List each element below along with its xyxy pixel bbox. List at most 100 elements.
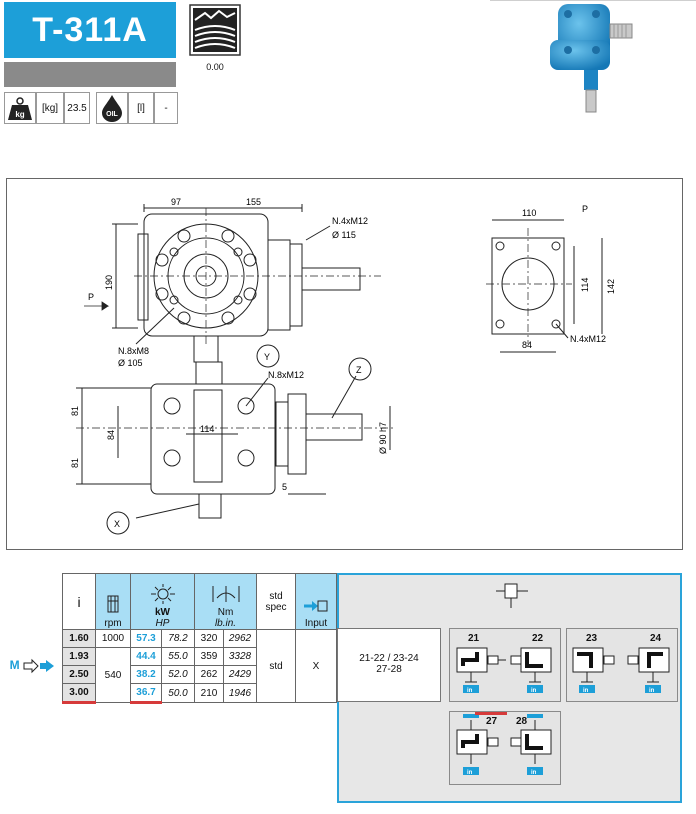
config-28: 28 (516, 716, 528, 727)
weight-value: 23.5 (64, 92, 90, 124)
bolt-circle-dia: Ø 105 (118, 358, 143, 368)
technical-drawing-frame (6, 178, 683, 550)
config-codes: 21-22 / 23-24 (359, 653, 419, 664)
m-label-cell: M (4, 630, 63, 703)
kw-1: 57.3 (130, 629, 162, 648)
ratio-4: 3.00 (62, 683, 96, 704)
config-23: 23 (586, 633, 598, 644)
hp-2: 55.0 (161, 647, 195, 666)
side-holes: N.4xM12 (570, 334, 606, 344)
label-p-side: P (582, 204, 588, 214)
rpm-2: 540 (95, 647, 131, 703)
lubrication-block: 0.00 (189, 4, 241, 72)
oil-unit: [l] (128, 92, 154, 124)
lubrication-value: 0.00 (206, 62, 224, 72)
std-value: std (256, 629, 296, 703)
side-dim-84: 84 (522, 340, 532, 350)
label-z-bubble (348, 357, 372, 381)
dim-97: 97 (171, 197, 181, 207)
ratio-header: i (62, 573, 96, 630)
header-rule (490, 0, 696, 1)
lbin-2: 3328 (223, 647, 257, 666)
side-dim-114: 114 (580, 278, 590, 292)
in-label-21: in (467, 688, 473, 694)
label-y-bubble (256, 344, 280, 368)
in-label-28: in (531, 770, 537, 776)
lbin-1: 2962 (223, 629, 257, 648)
torque-header: Nmlb.in. (194, 573, 257, 630)
kg-label: kg (15, 110, 24, 119)
config-22: 22 (532, 633, 544, 644)
config-codes-box: 21-22 / 23-24 27-28 (337, 628, 441, 702)
in-label-22: in (531, 688, 537, 694)
performance-table: i rpm kWHP Nmlb.in. std spec Input M 1.6… (4, 573, 337, 704)
in-label-24: in (649, 688, 655, 694)
shaft-dia: Ø 90 h7 (378, 422, 388, 454)
side-dim-142: 142 (606, 279, 616, 294)
m-label: M (9, 657, 20, 672)
dim-114: 114 (200, 424, 214, 434)
config-24: 24 (650, 633, 662, 644)
kw-2: 44.4 (130, 647, 162, 666)
ratio-1: 1.60 (62, 629, 96, 648)
in-label-27: in (467, 770, 473, 776)
dim-84: 84 (106, 430, 116, 440)
nm-4: 210 (194, 683, 224, 703)
input-label: Input (304, 618, 328, 629)
kw-3: 38.2 (130, 665, 162, 684)
torque-icon (212, 586, 239, 602)
hp-4: 50.0 (161, 683, 195, 703)
flange-holes: N.4xM12 (332, 216, 368, 226)
bolt-holes-m8: N.8xM8 (118, 346, 149, 356)
dim-81-bottom: 81 (70, 458, 80, 468)
side-dim-110: 110 (522, 208, 536, 218)
dim-81-top: 81 (70, 406, 80, 416)
nm-1: 320 (194, 629, 224, 648)
input-arrow-icon (84, 301, 110, 311)
weight-icon-cell: kg (4, 92, 36, 124)
nm-label: Nm (217, 607, 234, 618)
rpm-1: 1000 (95, 629, 131, 648)
config-codes-2: 27-28 (376, 664, 402, 675)
label-x: X (114, 519, 120, 529)
lbin-label: lb.in. (214, 618, 237, 629)
config-27: 27 (486, 716, 498, 727)
terrain-icon (189, 4, 241, 56)
input-value: X (295, 629, 337, 703)
front-view (76, 361, 396, 519)
label-z: Z (356, 365, 362, 375)
nm-2: 359 (194, 647, 224, 666)
dim-190: 190 (104, 275, 114, 290)
top-view (112, 204, 381, 363)
dim-155: 155 (246, 197, 261, 207)
model-subtitle-bar (4, 62, 176, 87)
kw-label: kW (155, 607, 170, 618)
hp-label: HP (155, 618, 170, 629)
label-p-top: P (88, 292, 94, 302)
ratio-2: 1.93 (62, 647, 96, 666)
label-y: Y (264, 352, 270, 362)
lbin-4: 1946 (223, 683, 257, 703)
oil-drop-icon: OIL (102, 95, 122, 122)
nm-3: 262 (194, 665, 224, 684)
power-header: kWHP (130, 573, 195, 630)
weight-icon: kg (8, 97, 32, 120)
in-label-23: in (583, 688, 589, 694)
rpm-header: rpm (95, 573, 131, 630)
std-spec-header: std spec (256, 573, 296, 630)
kw-4: 36.7 (130, 683, 162, 704)
oil-value: - (154, 92, 178, 124)
oil-label: OIL (106, 111, 118, 118)
input-header: Input (295, 573, 337, 630)
holes-m12: N.8xM12 (268, 370, 304, 380)
gearbox-symbol-icon (496, 583, 528, 608)
config-21: 21 (468, 633, 480, 644)
flange-dia: Ø 115 (332, 230, 356, 240)
hp-1: 78.2 (161, 629, 195, 648)
config-diagrams: in in in in in in (456, 647, 670, 776)
dim-5: 5 (282, 482, 287, 492)
input-shaft-icon (304, 600, 328, 612)
rpm-label: rpm (104, 618, 122, 629)
ratio-3: 2.50 (62, 665, 96, 684)
gearbox-photo (550, 4, 633, 113)
